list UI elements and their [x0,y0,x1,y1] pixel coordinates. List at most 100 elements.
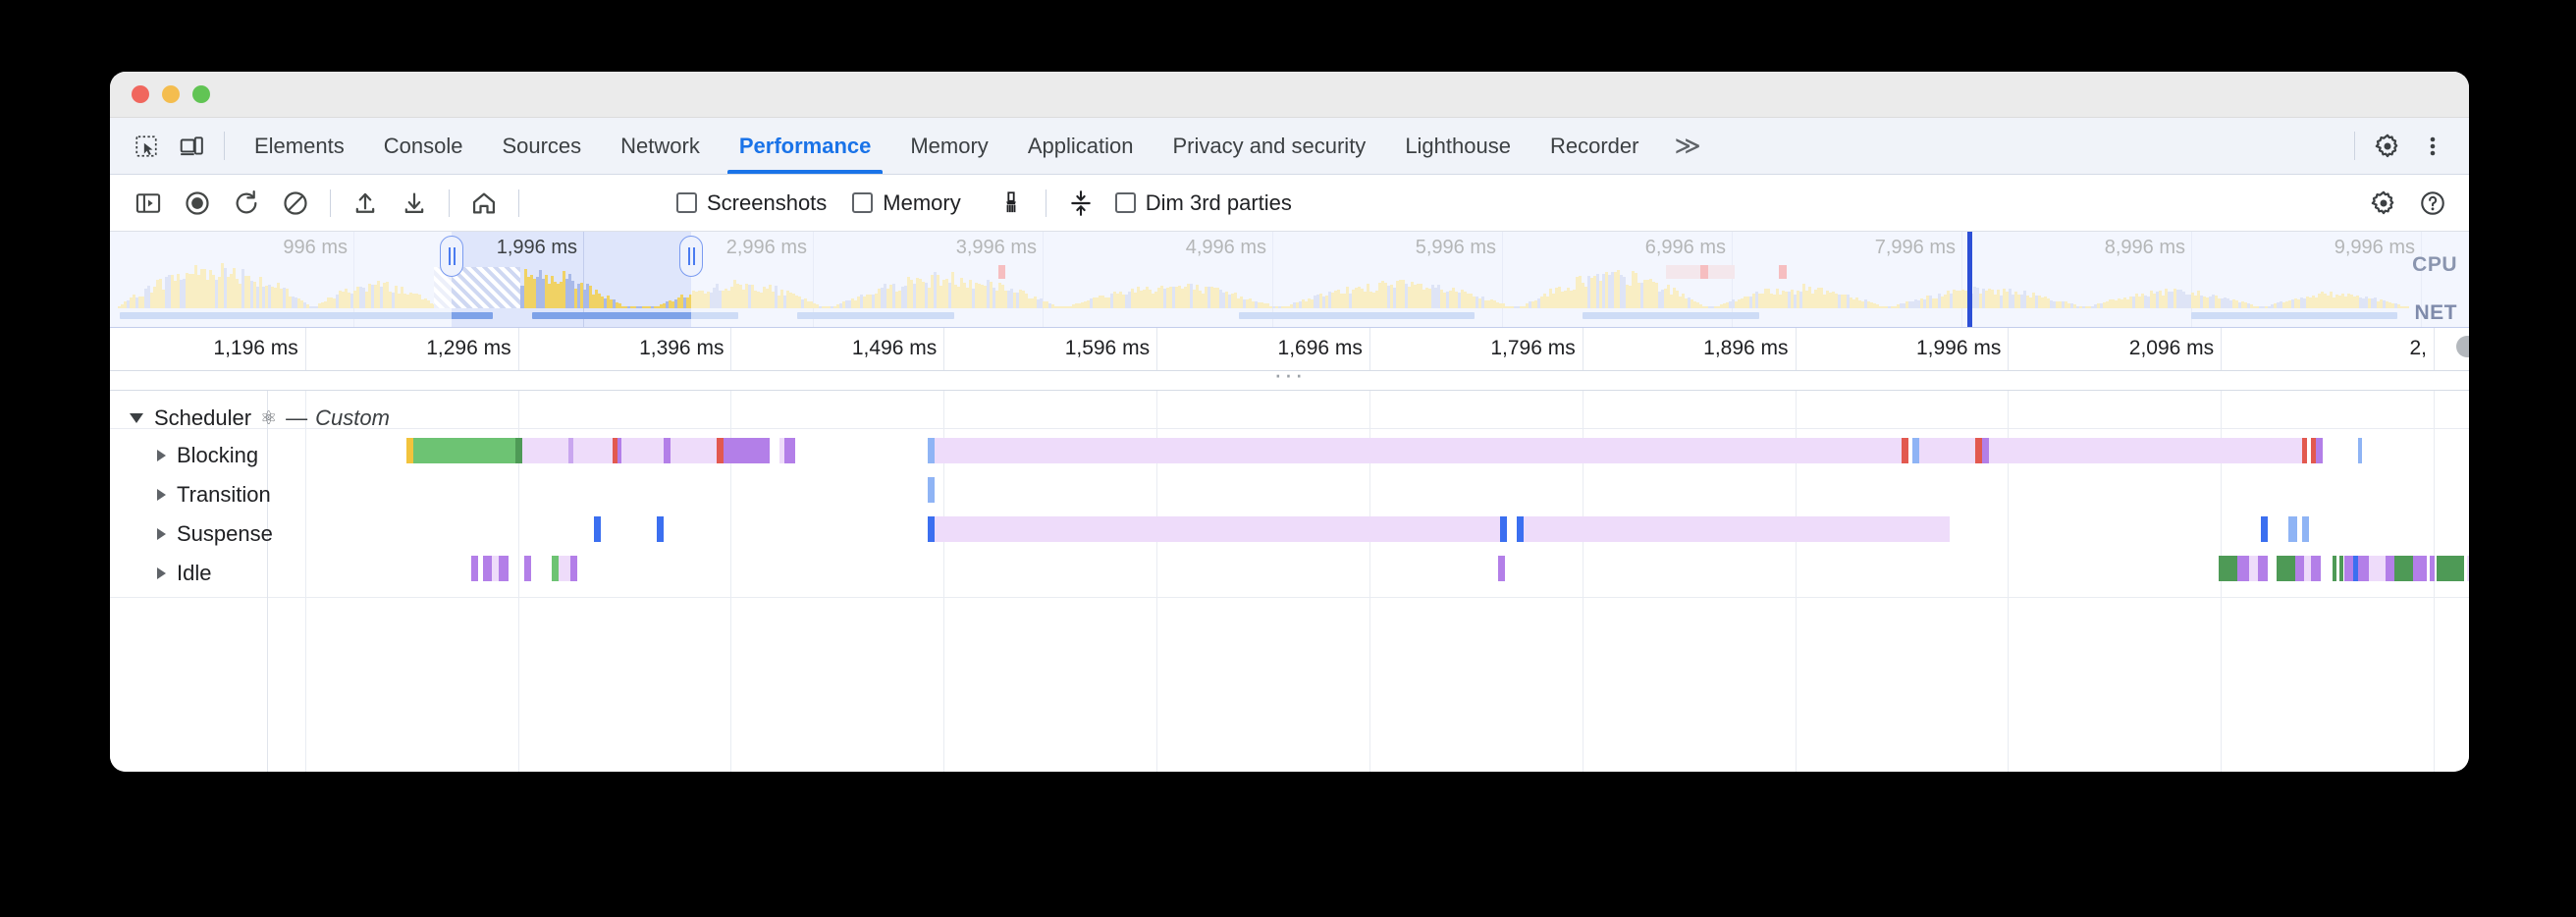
flame-bar[interactable] [1989,438,2302,463]
flame-bar[interactable] [2386,556,2395,581]
flame-bar[interactable] [934,438,1902,463]
flame-bar[interactable] [2429,556,2435,581]
flame-bar[interactable] [552,556,560,581]
flame-bar[interactable] [621,438,664,463]
flame-bar[interactable] [514,438,522,463]
tab-privacy-and-security[interactable]: Privacy and security [1153,118,1385,174]
track-row-transition[interactable]: Transition [157,475,271,514]
sidebar-toggle-icon[interactable] [124,182,173,225]
flame-bar[interactable] [1919,438,1976,463]
flame-bar[interactable] [656,516,664,542]
flame-bar[interactable] [717,438,724,463]
chevron-right-icon[interactable] [157,528,166,540]
inspect-element-icon[interactable] [124,118,169,174]
flame-bar[interactable] [927,516,935,542]
flame-bar[interactable] [1523,516,1951,542]
flame-bar[interactable] [559,556,571,581]
flame-bar[interactable] [2332,556,2337,581]
flame-bar[interactable] [724,438,771,463]
reload-and-record-icon[interactable] [222,182,271,225]
flame-bar[interactable] [663,438,671,463]
flame-bar[interactable] [1982,438,1990,463]
flame-bar[interactable] [470,556,478,581]
more-tabs-icon[interactable]: ≫ [1658,118,1716,174]
tab-performance[interactable]: Performance [720,118,891,174]
flame-bar[interactable] [567,438,573,463]
flame-bar[interactable] [1500,516,1508,542]
flame-bar[interactable] [2357,556,2370,581]
tab-application[interactable]: Application [1008,118,1154,174]
settings-gear-icon[interactable] [2365,118,2410,174]
flame-bar[interactable] [521,438,568,463]
dim-3rd-parties-checkbox-box[interactable] [1114,192,1136,213]
flame-bar[interactable] [2304,556,2312,581]
flame-bar[interactable] [482,556,492,581]
flame-bar[interactable] [2302,516,2310,542]
track-row-blocking[interactable]: Blocking [157,436,258,475]
chevron-right-icon[interactable] [157,567,166,579]
tab-elements[interactable]: Elements [235,118,364,174]
flame-bar[interactable] [670,438,718,463]
flame-bar[interactable] [927,438,935,463]
flame-bar[interactable] [570,556,578,581]
tab-console[interactable]: Console [364,118,483,174]
device-toolbar-icon[interactable] [169,118,214,174]
flame-bar[interactable] [2302,438,2307,463]
flame-bar[interactable] [2394,556,2414,581]
flame-bar[interactable] [524,556,532,581]
load-profile-icon[interactable] [341,182,390,225]
chevron-down-icon[interactable] [130,413,143,423]
flame-bar[interactable] [1516,516,1524,542]
flame-bar[interactable] [2338,556,2344,581]
flame-bar[interactable] [2236,556,2249,581]
flame-bar[interactable] [2277,556,2295,581]
tab-memory[interactable]: Memory [890,118,1007,174]
flame-bar[interactable] [2343,556,2353,581]
flame-bar[interactable] [612,438,617,463]
screenshots-checkbox[interactable]: Screenshots [676,190,827,216]
chevron-right-icon[interactable] [157,489,166,501]
flame-bar[interactable] [499,556,509,581]
tab-network[interactable]: Network [601,118,720,174]
flame-bar[interactable] [783,438,796,463]
collapse-vertical-icon[interactable] [1056,182,1105,225]
flame-bar[interactable] [2413,556,2428,581]
flame-bar[interactable] [778,438,784,463]
overview-window-left-handle[interactable] [440,236,463,277]
memory-checkbox[interactable]: Memory [852,190,961,216]
help-icon[interactable] [2408,182,2457,225]
flame-bar[interactable] [617,438,622,463]
record-icon[interactable] [173,182,222,225]
flame-bar[interactable] [1901,438,1908,463]
dim-3rd-parties-checkbox[interactable]: Dim 3rd parties [1114,190,1292,216]
tab-recorder[interactable]: Recorder [1530,118,1658,174]
more-options-icon[interactable] [2410,118,2455,174]
flame-bar[interactable] [2357,438,2363,463]
save-profile-icon[interactable] [390,182,439,225]
flame-bar[interactable] [2219,556,2237,581]
timeline-resize-handle[interactable] [2456,336,2469,357]
flame-bar[interactable] [2311,438,2317,463]
flame-bar[interactable] [405,438,413,463]
flame-chart[interactable]: Scheduler ⚛ — Custom Blocking Transition… [110,391,2469,772]
flame-bar[interactable] [1975,438,1983,463]
clear-icon[interactable] [271,182,320,225]
flame-bar[interactable] [2311,556,2321,581]
memory-checkbox-box[interactable] [852,192,874,213]
flame-bar[interactable] [2294,556,2305,581]
flame-bar[interactable] [2258,556,2268,581]
flame-bar[interactable] [2248,556,2259,581]
track-group-scheduler[interactable]: Scheduler ⚛ — Custom [130,399,390,438]
flame-bar[interactable] [927,477,935,503]
track-row-suspense[interactable]: Suspense [157,514,273,554]
flame-bar[interactable] [2287,516,2298,542]
flame-bar[interactable] [492,556,500,581]
capture-settings-gear-icon[interactable] [2359,182,2408,225]
track-row-idle[interactable]: Idle [157,554,211,593]
flame-bar[interactable] [2352,556,2358,581]
home-icon[interactable] [459,182,509,225]
flame-bar[interactable] [572,438,613,463]
overview-window-right-handle[interactable] [679,236,703,277]
flame-bar[interactable] [1912,438,1920,463]
screenshots-checkbox-box[interactable] [676,192,697,213]
